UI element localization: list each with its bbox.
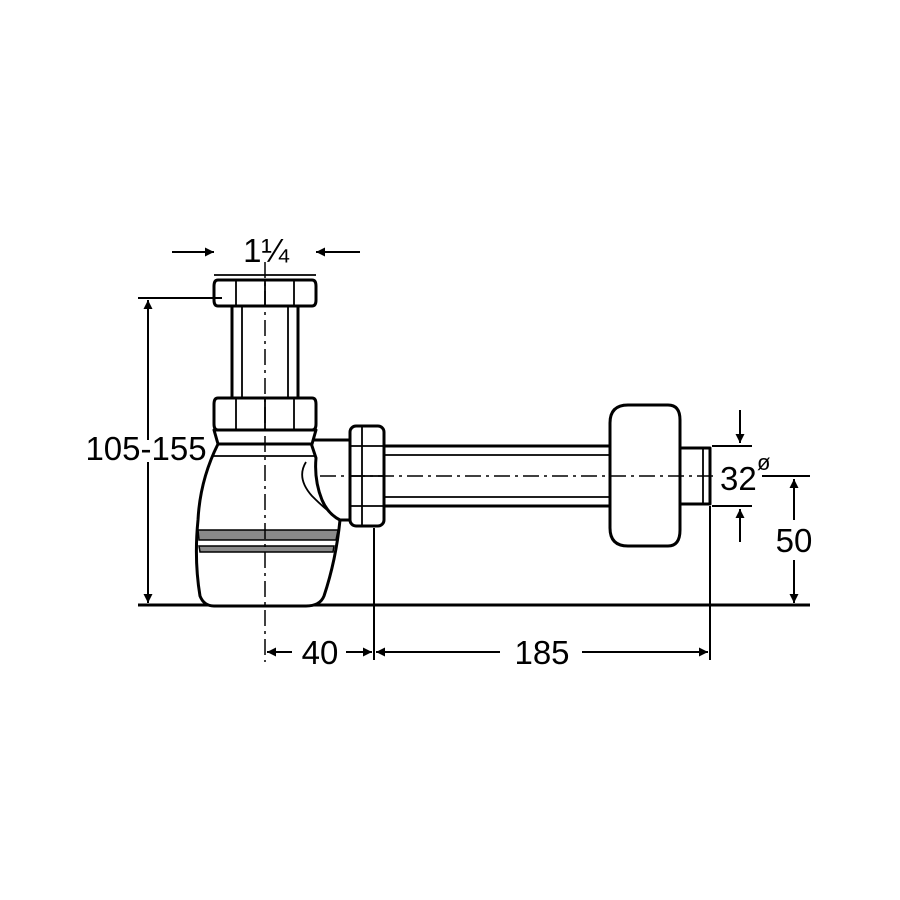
height-dimension: 105-155 bbox=[85, 297, 222, 603]
outlet-height-dimension: 50 bbox=[762, 475, 813, 603]
outlet-height-label: 50 bbox=[776, 522, 813, 559]
trap-offset-dimension: 40 bbox=[267, 634, 372, 671]
outlet-diameter-label: 32 bbox=[720, 460, 757, 497]
horizontal-length-label: 185 bbox=[514, 634, 569, 671]
height-range-label: 105-155 bbox=[85, 430, 206, 467]
side-connector bbox=[308, 438, 352, 522]
trap-offset-label: 40 bbox=[302, 634, 339, 671]
inlet-size-label: 1¼ bbox=[243, 232, 289, 269]
outlet-diameter-dimension: 32 ø bbox=[712, 410, 770, 542]
trap-bottle bbox=[194, 442, 342, 608]
horizontal-length-dimension: 185 bbox=[376, 634, 708, 671]
inlet-size-dimension: 1¼ bbox=[172, 232, 360, 269]
diameter-symbol: ø bbox=[757, 450, 770, 475]
